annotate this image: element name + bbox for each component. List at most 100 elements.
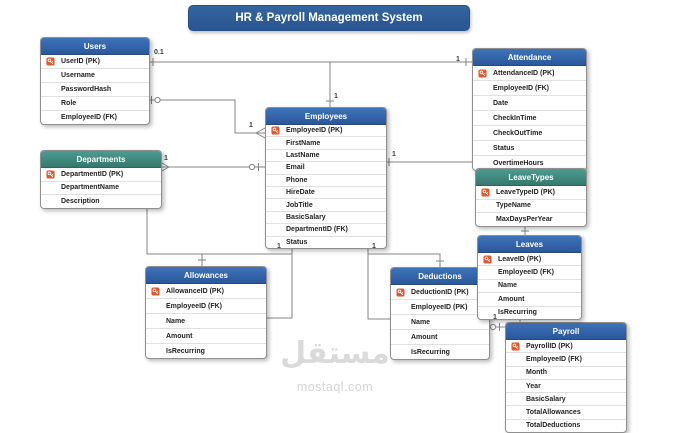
- field-name: AllowanceID (PK): [166, 287, 224, 295]
- table-row: PayrollID (PK): [506, 340, 626, 354]
- cardinality-label: 1: [493, 314, 497, 321]
- table-row: IsRecurring: [478, 307, 581, 319]
- field-name: AttendanceID (PK): [493, 69, 555, 77]
- cardinality-label: 1: [334, 93, 338, 100]
- table-row: DepartmentID (FK): [266, 224, 386, 237]
- field-name: MaxDaysPerYear: [496, 215, 553, 223]
- connector-users-employees: [148, 96, 266, 139]
- field-name: HireDate: [286, 189, 315, 197]
- field-name: Status: [286, 238, 308, 246]
- table-row: LeaveTypeID (PK): [476, 186, 586, 200]
- table-row: MaxDaysPerYear: [476, 213, 586, 226]
- table-row: Username: [41, 69, 149, 83]
- diagram-title: HR & Payroll Management System: [188, 5, 470, 31]
- table-row: EmployeeID (PK): [266, 125, 386, 138]
- field-name: UserID (PK): [61, 58, 100, 65]
- entity-table-title: LeaveTypes: [476, 169, 586, 186]
- field-name: EmployeeID (FK): [61, 114, 118, 121]
- table-row: Year: [506, 380, 626, 394]
- table-row: CheckInTime: [473, 111, 586, 126]
- cardinality-label: 0.1: [154, 49, 164, 56]
- field-name: BasicSalary: [286, 213, 326, 221]
- table-row: LeaveID (PK): [478, 253, 581, 267]
- cardinality-label: 1: [249, 122, 253, 129]
- table-row: AttendanceID (PK): [473, 66, 586, 81]
- table-row: Role: [41, 97, 149, 111]
- field-name: TypeName: [496, 202, 531, 210]
- connector-deductions-payroll: [488, 323, 505, 331]
- field-name: Username: [61, 72, 95, 79]
- cardinality-label: 1: [392, 151, 396, 158]
- field-name: FirstName: [286, 139, 321, 147]
- table-row: Month: [506, 367, 626, 380]
- field-name: TotalAllowances: [526, 409, 581, 417]
- field-name: CheckInTime: [493, 114, 537, 122]
- field-name: LeaveTypeID (PK): [496, 188, 555, 196]
- watermark-url: mostaql.com: [296, 380, 374, 394]
- key-icon: [511, 342, 520, 351]
- field-name: LeaveID (PK): [498, 255, 542, 263]
- entity-table-title: Departments: [41, 151, 161, 168]
- table-row: EmployeeID (FK): [146, 299, 266, 314]
- table-row: CheckOutTime: [473, 126, 586, 141]
- table-row: LastName: [266, 150, 386, 163]
- table-row: Name: [478, 280, 581, 294]
- entity-table-title: Attendance: [473, 49, 586, 66]
- field-name: DepartmentID (PK): [61, 170, 124, 178]
- field-name: BasicSalary: [526, 395, 566, 403]
- field-name: IsRecurring: [498, 309, 537, 317]
- key-icon: [151, 286, 160, 296]
- table-row: JobTitle: [266, 199, 386, 212]
- table-row: Amount: [146, 329, 266, 344]
- key-icon: [478, 68, 487, 78]
- table-row: IsRecurring: [391, 345, 489, 359]
- table-row: FirstName: [266, 137, 386, 150]
- table-row: Phone: [266, 175, 386, 187]
- field-name: EmployeeID (PK): [411, 303, 468, 311]
- field-name: DeductionID (PK): [411, 288, 469, 296]
- field-name: IsRecurring: [166, 347, 205, 355]
- field-name: TotalDeductions: [526, 422, 581, 430]
- field-name: Name: [166, 317, 186, 325]
- cardinality-label: 1: [277, 243, 281, 250]
- table-row: EmployeeID (PK): [391, 300, 489, 315]
- field-name: LastName: [286, 151, 320, 159]
- table-row: EmployeeID (FK): [473, 81, 586, 96]
- field-name: Amount: [498, 295, 525, 303]
- field-name: EmployeeID (PK): [286, 127, 343, 135]
- watermark-arabic: مستقل: [280, 337, 390, 370]
- connector-departments-employees: [159, 161, 265, 173]
- table-row: Amount: [391, 330, 489, 345]
- table-row: Date: [473, 96, 586, 111]
- field-name: PayrollID (PK): [526, 342, 573, 350]
- table-row: Email: [266, 162, 386, 175]
- field-name: DepartmentID (FK): [286, 226, 348, 234]
- field-name: PasswordHash: [61, 86, 112, 93]
- field-name: Status: [493, 144, 515, 152]
- table-row: BasicSalary: [266, 212, 386, 225]
- cardinality-label: 1: [164, 155, 168, 162]
- entity-table-title: Deductions: [391, 268, 489, 285]
- key-icon: [396, 287, 405, 297]
- table-row: Name: [391, 315, 489, 330]
- table-row: EmployeeID (FK): [478, 266, 581, 280]
- entity-table-title: Users: [41, 38, 149, 55]
- table-row: TypeName: [476, 200, 586, 213]
- field-name: Amount: [411, 333, 438, 341]
- connector-departments-allowances: [146, 205, 206, 266]
- field-name: JobTitle: [286, 201, 313, 209]
- table-row: TotalDeductions: [506, 420, 626, 432]
- field-name: EmployeeID (FK): [526, 355, 583, 363]
- key-icon: [483, 255, 492, 264]
- field-name: Name: [498, 282, 518, 290]
- field-name: EmployeeID (FK): [493, 84, 550, 92]
- table-row: Amount: [478, 293, 581, 307]
- field-name: Email: [286, 164, 305, 172]
- table-row: EmployeeID (FK): [41, 111, 149, 124]
